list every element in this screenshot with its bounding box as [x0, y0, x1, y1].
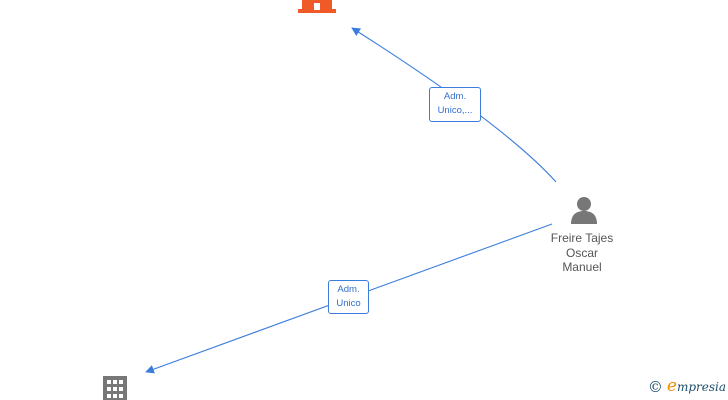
empresia-logo: ©empresia — [648, 376, 726, 396]
copyright-icon: © — [647, 378, 663, 396]
edge-label-top[interactable]: Adm. Unico,... — [429, 87, 481, 122]
brand-name: mpresia — [676, 380, 726, 394]
edge-label-line: Adm. — [443, 91, 467, 102]
person-name-line: Manuel — [562, 260, 602, 274]
brand-initial: e — [666, 376, 677, 396]
building-icon[interactable] — [298, 0, 336, 13]
person-name-line: Freire Tajes — [550, 231, 614, 245]
edge-label-line: Unico — [336, 298, 361, 309]
person-icon[interactable] — [571, 197, 597, 224]
edge-label-line: Adm. — [337, 284, 360, 295]
person-name-line: Oscar — [565, 245, 598, 260]
person-name[interactable]: Freire Tajes Oscar Manuel — [542, 231, 622, 275]
edge-label-bottom[interactable]: Adm. Unico — [328, 280, 369, 314]
edge-label-line: Unico,... — [437, 105, 473, 116]
building-icon[interactable] — [103, 376, 127, 400]
